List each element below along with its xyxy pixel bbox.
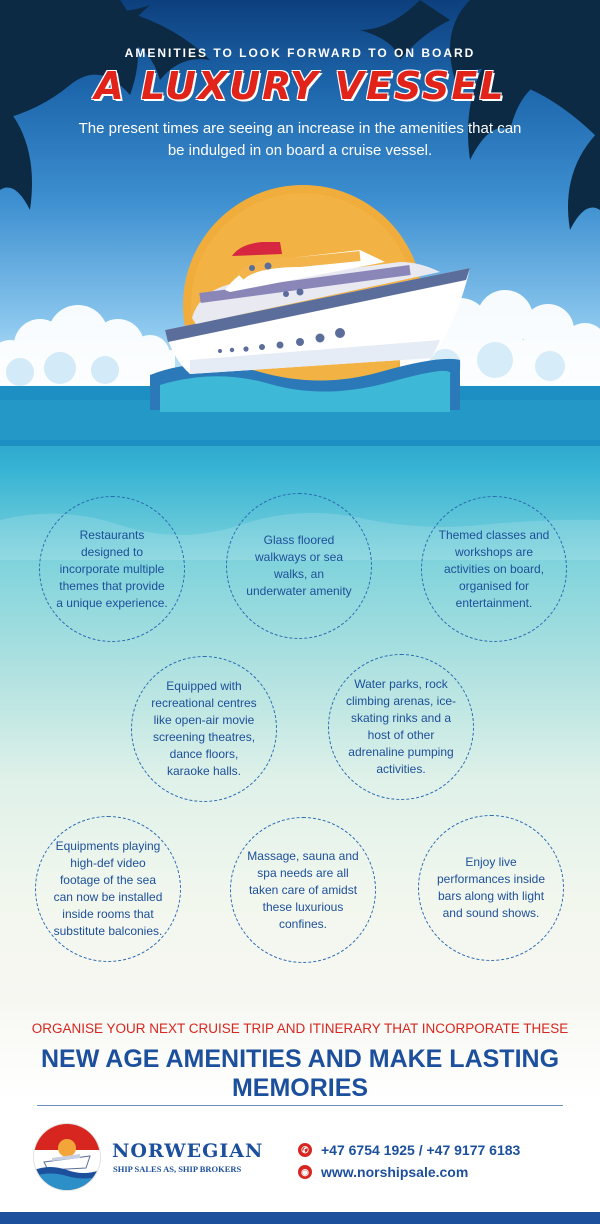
amenity-bubble: Themed classes and workshops are activit… [421, 496, 567, 642]
brand-tagline: SHIP SALES AS, SHIP BROKERS [113, 1164, 242, 1174]
amenity-text: Restaurants designed to incorporate mult… [56, 527, 168, 610]
amenity-text: Equipments playing high-def video footag… [53, 839, 163, 938]
ship-logo-icon [34, 1124, 100, 1190]
amenity-bubble: Restaurants designed to incorporate mult… [39, 496, 185, 642]
phone-icon: ✆ [298, 1143, 312, 1157]
header-intro: The present times are seeing an increase… [78, 120, 522, 159]
amenity-bubble: Enjoy live performances inside bars alon… [418, 815, 564, 961]
amenity-text: Water parks, rock climbing arenas, ice-s… [345, 677, 457, 776]
website-contact[interactable]: ◉ www.norshipsale.com [298, 1164, 468, 1180]
cta-line-2: NEW AGE AMENITIES AND MAKE LASTING MEMOR… [40, 1045, 560, 1102]
waves [150, 358, 460, 412]
footer-divider [37, 1105, 563, 1106]
header-title: A LUXURY VESSEL [94, 64, 506, 108]
amenity-bubble: Equipments playing high-def video footag… [35, 816, 181, 962]
amenity-bubble: Glass floored walkways or sea walks, an … [226, 493, 372, 639]
amenity-bubble: Equipped with recreational centres like … [131, 656, 277, 802]
amenity-bubble: Massage, sauna and spa needs are all tak… [230, 817, 376, 963]
palm-leaves-right [360, 0, 600, 230]
amenity-text: Equipped with recreational centres like … [151, 679, 257, 778]
amenity-text: Enjoy live performances inside bars alon… [436, 855, 546, 920]
bottom-bar [0, 1212, 600, 1224]
amenity-text: Massage, sauna and spa needs are all tak… [247, 848, 359, 931]
amenity-text: Themed classes and workshops are activit… [438, 527, 550, 610]
brand-name: NORWEGIAN [112, 1140, 264, 1162]
amenity-bubble: Water parks, rock climbing arenas, ice-s… [328, 654, 474, 800]
brand-logo [34, 1124, 100, 1190]
cta-line-1: ORGANISE YOUR NEXT CRUISE TRIP AND ITINE… [31, 1021, 569, 1036]
phone-contact[interactable]: ✆ +47 6754 1925 / +47 9177 6183 [298, 1142, 520, 1158]
website-url: www.norshipsale.com [321, 1164, 469, 1180]
header-subtitle: AMENITIES TO LOOK FORWARD TO ON BOARD [124, 46, 476, 60]
amenity-text: Glass floored walkways or sea walks, an … [246, 533, 352, 598]
cruise-ship [165, 242, 470, 374]
phone-number: +47 6754 1925 / +47 9177 6183 [321, 1142, 521, 1158]
palm-leaves-left [0, 0, 210, 210]
globe-icon: ◉ [298, 1165, 312, 1179]
